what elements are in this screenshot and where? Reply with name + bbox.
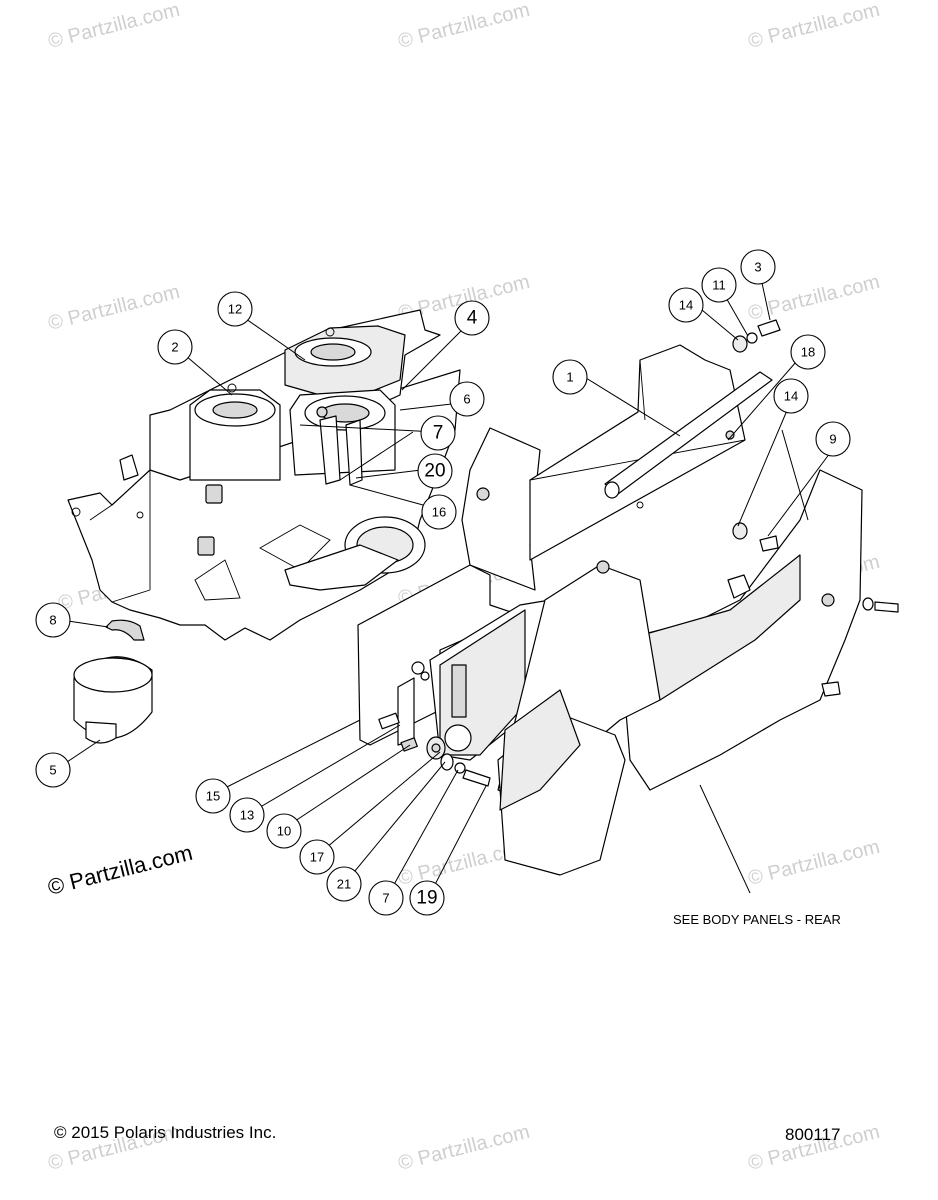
svg-text:3: 3	[754, 260, 761, 275]
svg-text:14: 14	[784, 389, 798, 404]
svg-text:4: 4	[467, 308, 478, 329]
callout: 11	[701, 267, 737, 303]
bracket-assembly	[67, 309, 461, 641]
svg-text:6: 6	[463, 392, 470, 407]
part-band-clamp	[73, 656, 153, 744]
callout: 19	[409, 880, 445, 916]
callouts: 1 2 3 4 5 6 7 8 9 10 11 12 13 14 14 15 1…	[35, 249, 851, 916]
callout: 16	[421, 494, 457, 530]
center-plate-assembly	[357, 564, 629, 787]
watermark: © Partzilla.com	[746, 0, 882, 53]
svg-text:7: 7	[433, 423, 444, 444]
watermark: © Partzilla.com	[396, 0, 532, 53]
figure-number: 800117	[785, 1125, 841, 1144]
callout: 10	[266, 813, 302, 849]
callout: 7	[368, 880, 404, 916]
leader-lines	[54, 282, 831, 899]
callout: 21	[326, 866, 362, 902]
callout: 13	[229, 797, 265, 833]
svg-text:20: 20	[424, 461, 445, 482]
callout: 17	[299, 839, 335, 875]
callout: 12	[217, 291, 253, 327]
callout: 3	[740, 249, 776, 285]
svg-text:12: 12	[228, 302, 242, 317]
watermark: © Partzilla.com	[746, 836, 882, 890]
svg-text:15: 15	[206, 789, 220, 804]
callout: 8	[35, 602, 71, 638]
svg-text:2: 2	[171, 340, 178, 355]
see-body-panels-note: SEE BODY PANELS - REAR	[673, 912, 841, 927]
callout: 14	[773, 378, 809, 414]
svg-text:21: 21	[337, 877, 351, 892]
svg-text:7: 7	[382, 891, 389, 906]
watermark: © Partzilla.com	[46, 0, 182, 53]
callout: 4	[454, 300, 490, 336]
callout: 1	[552, 359, 588, 395]
svg-text:10: 10	[277, 824, 291, 839]
callout: 20	[417, 453, 453, 489]
svg-text:14: 14	[679, 298, 693, 313]
watermark: © Partzilla.com	[46, 281, 182, 335]
svg-text:1: 1	[566, 370, 573, 385]
svg-text:13: 13	[240, 808, 254, 823]
callout: 18	[790, 334, 826, 370]
svg-text:16: 16	[432, 505, 446, 520]
rear-panel-assembly	[461, 319, 899, 876]
callout: 9	[815, 421, 851, 457]
watermark-main: © Partzilla.com	[45, 840, 195, 900]
svg-text:19: 19	[416, 888, 437, 909]
callout: 15	[195, 778, 231, 814]
callout: 2	[157, 329, 193, 365]
svg-text:17: 17	[310, 850, 324, 865]
callout: 5	[35, 752, 71, 788]
part-clip	[105, 619, 145, 641]
svg-text:18: 18	[801, 345, 815, 360]
callout: 6	[449, 381, 485, 417]
svg-text:11: 11	[712, 278, 726, 293]
watermark: © Partzilla.com	[396, 1121, 532, 1175]
svg-text:9: 9	[829, 432, 836, 447]
callout: 14	[668, 287, 704, 323]
svg-text:5: 5	[49, 763, 56, 778]
svg-text:8: 8	[49, 613, 56, 628]
copyright-text: © 2015 Polaris Industries Inc.	[54, 1123, 277, 1142]
callout: 7	[420, 415, 456, 451]
